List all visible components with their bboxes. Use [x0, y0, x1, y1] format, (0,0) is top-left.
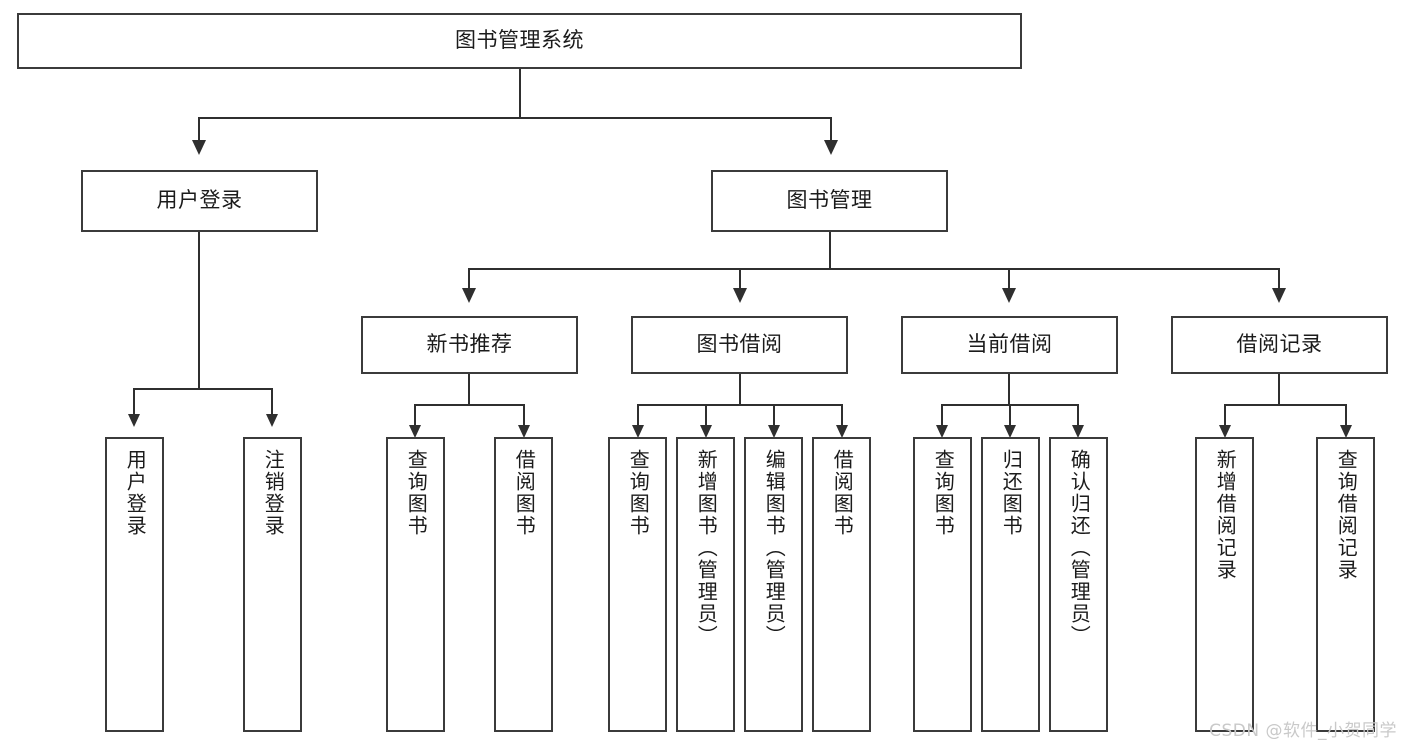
leaf-label: 确认归还（管理员） [1067, 449, 1092, 647]
leaf-confirm-return-admin[interactable]: 确认归还（管理员） [1049, 437, 1108, 732]
leaf-query-book-borrow[interactable]: 查询图书 [608, 437, 667, 732]
leaf-edit-book-admin[interactable]: 编辑图书（管理员） [744, 437, 803, 732]
connector-borrow-record-bus [1224, 404, 1346, 406]
connector-current-borrow-drop-2 [1009, 404, 1011, 426]
arrowhead-leaf-logout [266, 414, 278, 427]
arrowhead-borrow-record [1272, 288, 1286, 303]
leaf-label: 查询图书 [931, 449, 956, 537]
connector-borrow-record-drop-1 [1224, 404, 1226, 426]
arrowhead-new-book [462, 288, 476, 303]
connector-new-book-drop-2 [523, 404, 525, 426]
leaf-logout[interactable]: 注销登录 [243, 437, 302, 732]
arrowhead-leaf-query-record [1340, 425, 1352, 438]
leaf-borrow-book[interactable]: 借阅图书 [812, 437, 871, 732]
leaf-query-book-current[interactable]: 查询图书 [913, 437, 972, 732]
connector-book-borrow-bus [637, 404, 842, 406]
connector-book-borrow-drop-3 [773, 404, 775, 426]
connector-user-login-stem [198, 232, 200, 390]
arrowhead-leaf-query-book-2 [632, 425, 644, 438]
node-borrow-record[interactable]: 借阅记录 [1171, 316, 1388, 374]
leaf-label: 注销登录 [261, 449, 286, 537]
arrowhead-leaf-borrow-book-2 [836, 425, 848, 438]
leaf-label: 新增图书（管理员） [694, 449, 719, 647]
node-book-management[interactable]: 图书管理 [711, 170, 948, 232]
leaf-add-borrow-record[interactable]: 新增借阅记录 [1195, 437, 1254, 732]
connector-root-to-book-mgmt [830, 117, 832, 142]
connector-book-mgmt-stem [829, 232, 831, 270]
node-label: 图书管理 [786, 188, 873, 213]
connector-to-book-borrow [739, 268, 741, 290]
leaf-return-book[interactable]: 归还图书 [981, 437, 1040, 732]
arrowhead-leaf-add-record [1219, 425, 1231, 438]
arrowhead-leaf-edit-book [768, 425, 780, 438]
arrowhead-leaf-query-book-3 [936, 425, 948, 438]
node-label: 借阅记录 [1236, 332, 1323, 357]
node-label: 图书借阅 [696, 332, 783, 357]
connector-new-book-bus [414, 404, 524, 406]
connector-to-new-book [468, 268, 470, 290]
connector-user-login-drop-1 [133, 388, 135, 415]
node-current-borrow[interactable]: 当前借阅 [901, 316, 1118, 374]
node-book-borrow[interactable]: 图书借阅 [631, 316, 848, 374]
node-label: 图书管理系统 [455, 28, 584, 53]
leaf-label: 查询借阅记录 [1334, 449, 1359, 581]
arrowhead-book-borrow [733, 288, 747, 303]
connector-book-borrow-drop-1 [637, 404, 639, 426]
node-user-login[interactable]: 用户登录 [81, 170, 318, 232]
arrowhead-leaf-user-login [128, 414, 140, 427]
connector-current-borrow-stem [1008, 374, 1010, 406]
connector-borrow-record-drop-2 [1345, 404, 1347, 426]
connector-book-borrow-drop-4 [841, 404, 843, 426]
leaf-label: 查询图书 [404, 449, 429, 537]
arrowhead-leaf-return-book [1004, 425, 1016, 438]
connector-to-current-borrow [1008, 268, 1010, 290]
leaf-add-book-admin[interactable]: 新增图书（管理员） [676, 437, 735, 732]
arrowhead-leaf-borrow-book-1 [518, 425, 530, 438]
connector-borrow-record-stem [1278, 374, 1280, 406]
leaf-label: 用户登录 [123, 449, 148, 537]
arrowhead-leaf-confirm-return [1072, 425, 1084, 438]
connector-book-borrow-stem [739, 374, 741, 406]
connector-root-bus [198, 117, 832, 119]
node-label: 新书推荐 [426, 332, 513, 357]
connector-to-borrow-record [1278, 268, 1280, 290]
connector-book-mgmt-bus [468, 268, 1280, 270]
connector-new-book-drop-1 [414, 404, 416, 426]
arrowhead-current-borrow [1002, 288, 1016, 303]
arrowhead-user-login [192, 140, 206, 155]
connector-book-borrow-drop-2 [705, 404, 707, 426]
leaf-label: 归还图书 [999, 449, 1024, 537]
connector-root-to-user-login [198, 117, 200, 142]
node-root-library-system[interactable]: 图书管理系统 [17, 13, 1022, 69]
node-label: 当前借阅 [966, 332, 1053, 357]
connector-new-book-stem [468, 374, 470, 406]
connector-current-borrow-drop-3 [1077, 404, 1079, 426]
connector-user-login-drop-2 [271, 388, 273, 415]
connector-current-borrow-drop-1 [941, 404, 943, 426]
leaf-label: 查询图书 [626, 449, 651, 537]
leaf-borrow-book-newbook[interactable]: 借阅图书 [494, 437, 553, 732]
leaf-label: 借阅图书 [512, 449, 537, 537]
connector-user-login-bus [133, 388, 271, 390]
arrowhead-book-mgmt [824, 140, 838, 155]
leaf-label: 借阅图书 [830, 449, 855, 537]
node-label: 用户登录 [156, 188, 243, 213]
arrowhead-leaf-query-book-1 [409, 425, 421, 438]
leaf-user-login[interactable]: 用户登录 [105, 437, 164, 732]
leaf-query-borrow-record[interactable]: 查询借阅记录 [1316, 437, 1375, 732]
arrowhead-leaf-add-book [700, 425, 712, 438]
connector-root-stem [519, 69, 521, 117]
leaf-label: 新增借阅记录 [1213, 449, 1238, 581]
leaf-label: 编辑图书（管理员） [762, 449, 787, 647]
node-new-book-recommend[interactable]: 新书推荐 [361, 316, 578, 374]
leaf-query-book-newbook[interactable]: 查询图书 [386, 437, 445, 732]
